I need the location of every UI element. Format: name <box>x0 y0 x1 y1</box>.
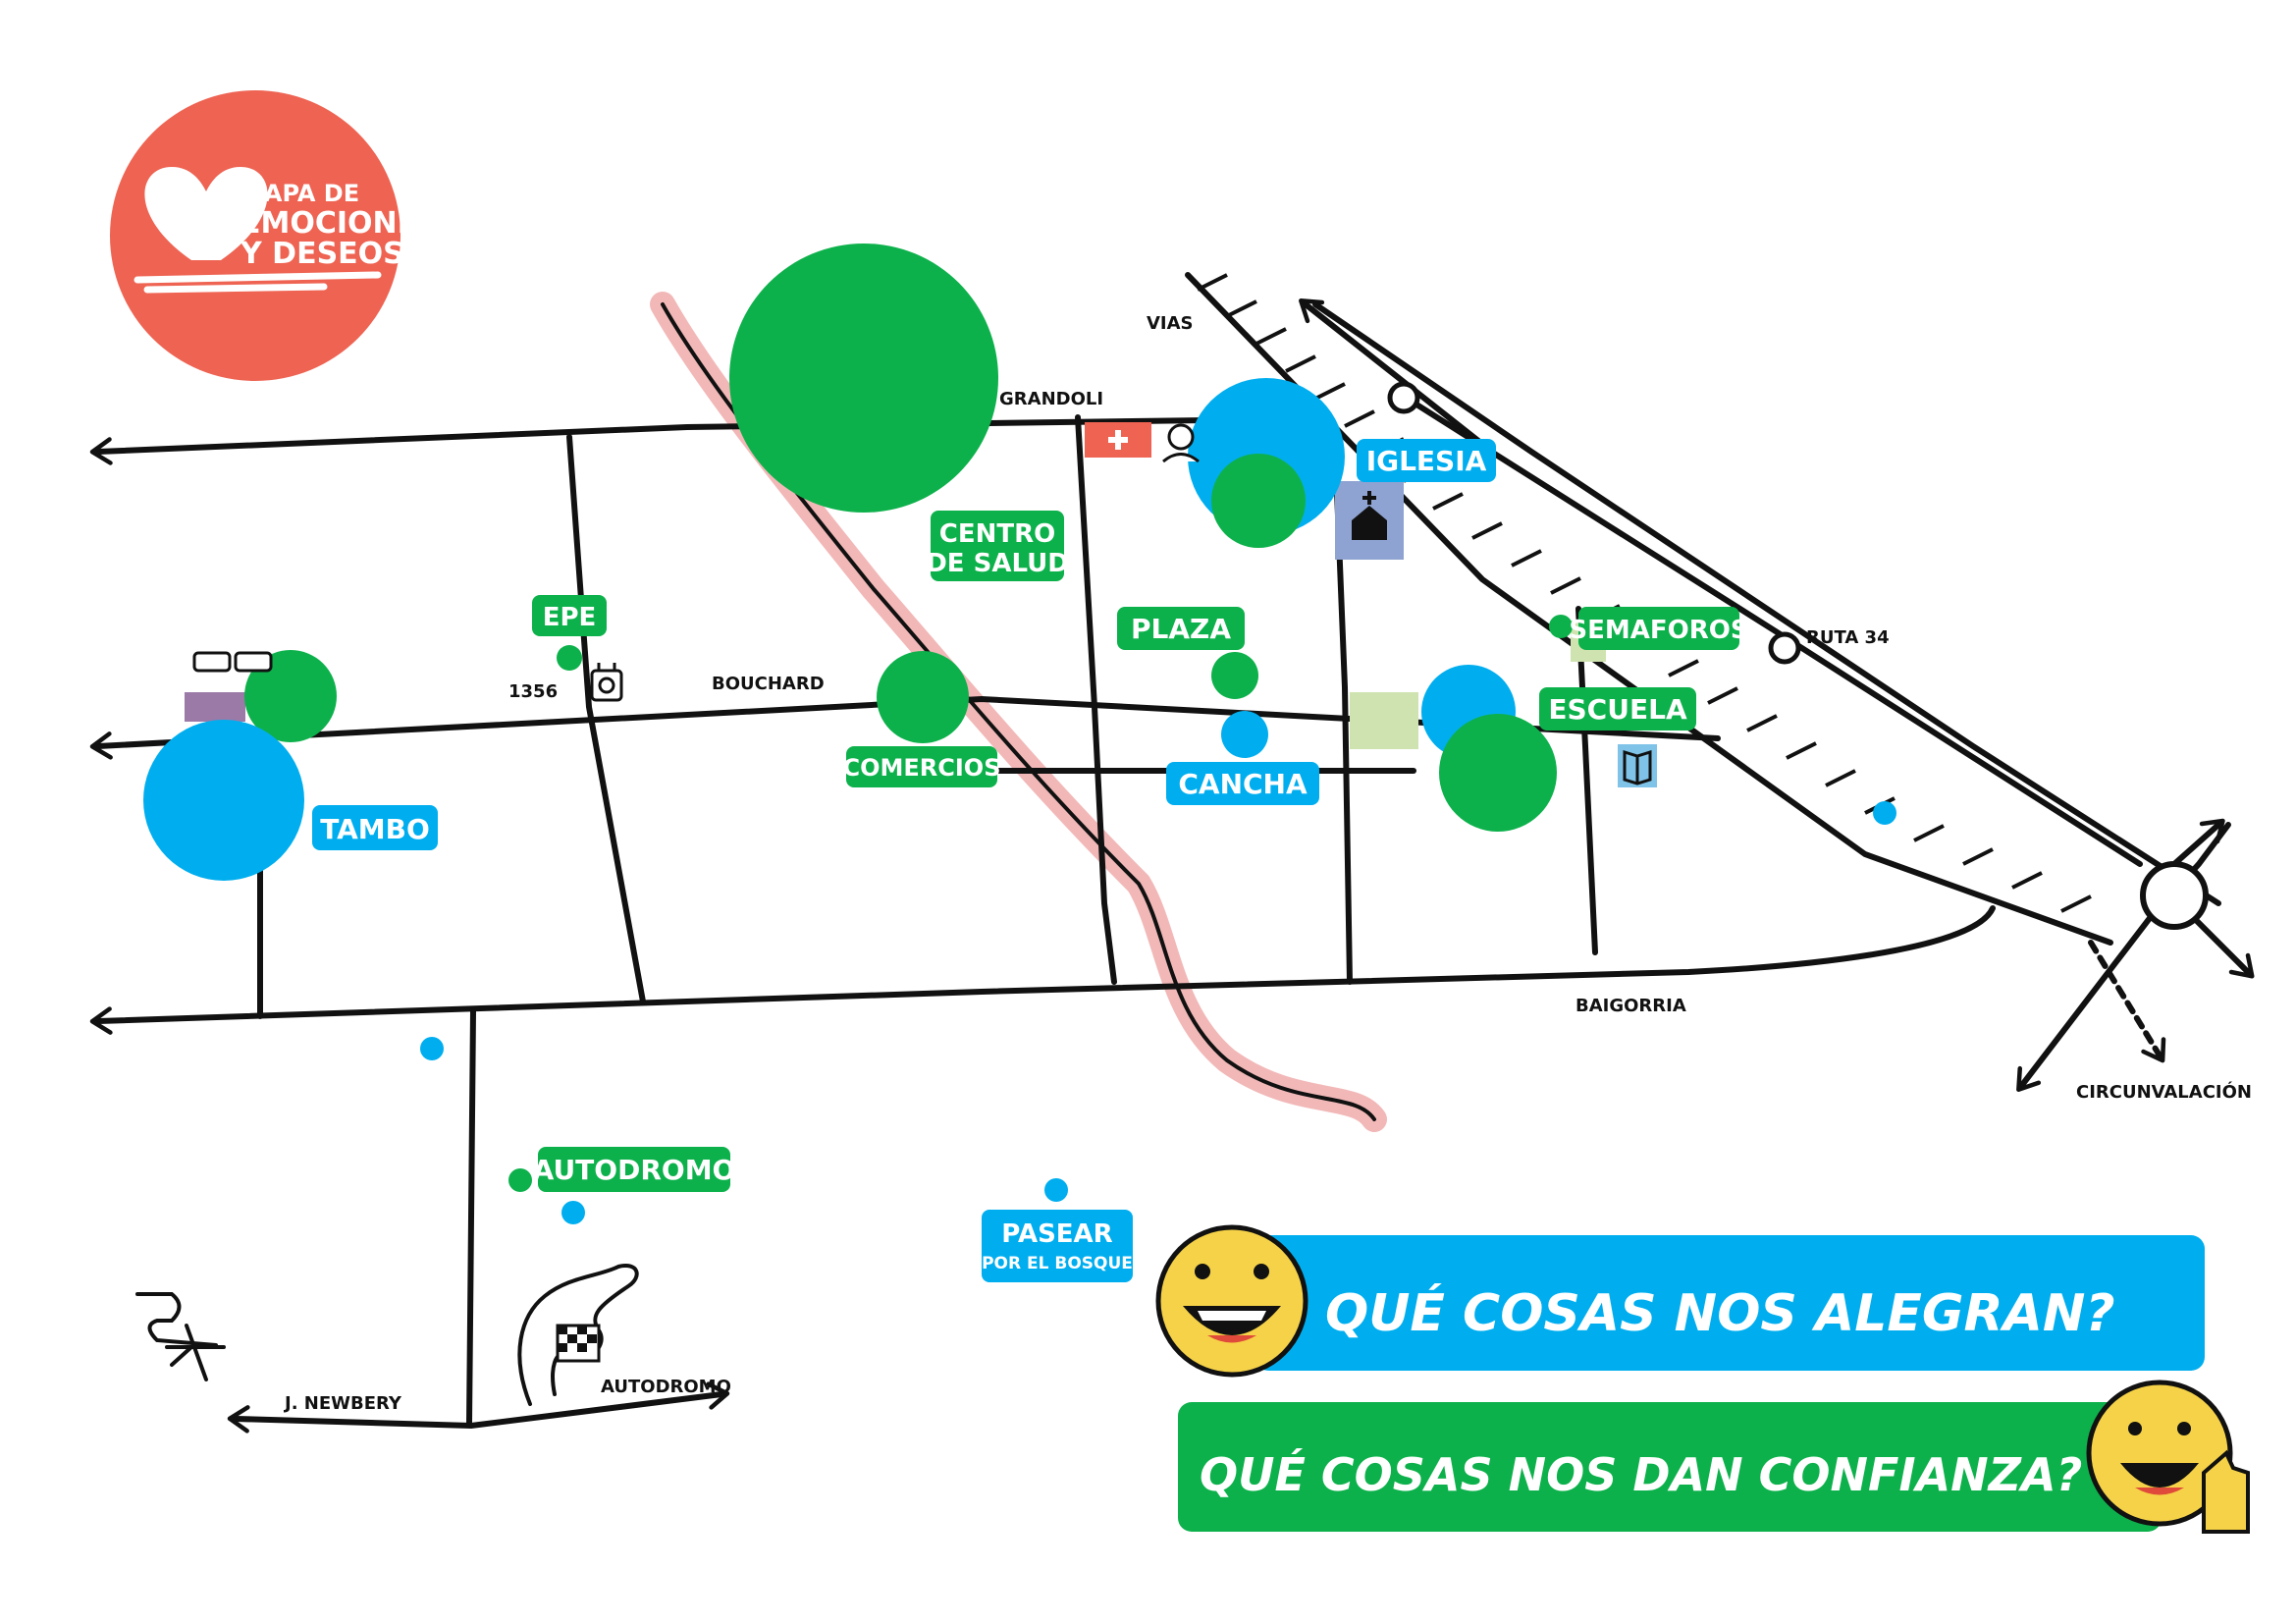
nurse-icon <box>1162 423 1200 463</box>
road-baigorria <box>89 905 1996 1035</box>
street-label-baigorria: BAIGORRIA <box>1575 996 1686 1016</box>
question-alegran-text: QUÉ COSAS NOS ALEGRAN? <box>1325 1283 2115 1343</box>
label-semaforos: SEMAFOROS <box>1569 607 1749 650</box>
question-confianza: QUÉ COSAS NOS DAN CONFIANZA? <box>1178 1380 2250 1534</box>
heart-icon <box>144 167 268 260</box>
label-centro-salud: CENTRO DE SALUD <box>926 511 1069 581</box>
roundabout-ruta34 <box>1768 631 1801 665</box>
logo-circle <box>110 90 400 381</box>
label-cancha: CANCHA <box>1166 762 1319 805</box>
logo-line-3: Y DESEOS <box>240 237 404 271</box>
logo-line-1: MAPA DE <box>240 180 359 207</box>
circle-green-plaza <box>1211 652 1258 699</box>
label-epe-text: EPE <box>543 603 597 632</box>
label-cancha-text: CANCHA <box>1178 768 1308 800</box>
cow-icon <box>192 651 273 673</box>
emotion-circles <box>143 244 1896 1224</box>
label-tambo: TAMBO <box>312 805 438 850</box>
label-plaza: PLAZA <box>1117 607 1245 650</box>
logo: MAPA DE EMOCIONES Y DESEOS <box>110 90 439 381</box>
railway-ticks <box>1197 273 2092 913</box>
circle-blue-tambo <box>143 720 304 881</box>
circle-green-escuela <box>1439 714 1557 832</box>
logo-line-2: EMOCIONES <box>240 206 439 241</box>
smiley-thumbs-up-icon <box>2086 1380 2250 1534</box>
road-ruta34 <box>1299 298 1495 455</box>
label-iglesia-text: IGLESIA <box>1366 445 1487 477</box>
road-grandoli <box>89 417 1210 465</box>
street-label-grandoli: GRANDOLI <box>999 389 1103 409</box>
circle-green-iglesia <box>1211 454 1306 548</box>
hospital-cross-icon <box>1085 422 1151 458</box>
street-label-ruta34: RUTA 34 <box>1806 627 1890 648</box>
question-alegran: QUÉ COSAS NOS ALEGRAN? <box>1155 1224 2205 1378</box>
tambo-block <box>185 692 245 722</box>
dot-green-epe <box>557 645 582 671</box>
road-v1 <box>566 434 646 1004</box>
dot-blue-pasear <box>1044 1178 1068 1202</box>
roundabout-circunvalacion <box>2140 861 2209 930</box>
label-plaza-text: PLAZA <box>1131 613 1231 645</box>
label-pasear-line1: PASEAR <box>1001 1219 1112 1249</box>
road-circunvalacion <box>2016 822 2231 1093</box>
label-centro-salud-line2: DE SALUD <box>926 549 1069 578</box>
label-comercios: COMERCIOS <box>842 746 1001 787</box>
label-epe: EPE <box>532 595 607 636</box>
circle-big-green-centro-salud <box>729 244 998 513</box>
question-confianza-bar <box>1178 1402 2162 1532</box>
roundabout-top <box>1387 381 1420 414</box>
plaza-block <box>1350 692 1418 749</box>
checkered-flag-icon <box>556 1324 601 1363</box>
label-comercios-text: COMERCIOS <box>842 754 1000 782</box>
label-iglesia: IGLESIA <box>1357 439 1496 482</box>
dot-green-autodromo <box>508 1168 532 1192</box>
road-v6 <box>466 1008 476 1427</box>
dot-blue-autodromo <box>561 1201 585 1224</box>
street-label-bouchard: BOUCHARD <box>712 674 825 694</box>
airplane-icon <box>135 1292 226 1381</box>
street-label-newbery: J. NEWBERY <box>283 1393 402 1414</box>
street-label-1356: 1356 <box>508 681 558 702</box>
church-icon <box>1352 491 1387 540</box>
smiley-happy-icon <box>1155 1224 1308 1378</box>
road-circ-arrow-ne <box>2171 818 2225 867</box>
label-escuela: ESCUELA <box>1539 687 1696 731</box>
dot-blue-ruta34 <box>1873 801 1896 825</box>
label-centro-salud-line1: CENTRO <box>939 519 1055 549</box>
road-circ-arrow-se <box>2191 915 2255 979</box>
power-plug-icon <box>590 663 623 702</box>
railway-line-2 <box>1312 301 2221 906</box>
road-circ-arrow-s <box>2088 940 2166 1063</box>
dot-blue-south <box>420 1037 444 1060</box>
circle-blue-cancha <box>1221 711 1268 758</box>
road-v2 <box>1075 414 1117 985</box>
label-pasear: PASEAR POR EL BOSQUE <box>982 1210 1133 1282</box>
book-icon <box>1623 749 1652 785</box>
circle-green-tambo <box>244 650 337 742</box>
label-autodromo-text: AUTODROMO <box>533 1154 736 1186</box>
logo-underline <box>133 271 382 294</box>
label-semaforos-text: SEMAFOROS <box>1569 616 1748 645</box>
street-label-vias: VIAS <box>1147 313 1194 334</box>
street-label-circunvalacion: CIRCUNVALACIÓN <box>2076 1081 2252 1103</box>
label-escuela-text: ESCUELA <box>1548 693 1687 726</box>
label-autodromo: AUTODROMO <box>533 1147 736 1192</box>
question-alegran-bar <box>1255 1235 2205 1371</box>
circle-green-comercios <box>877 651 969 743</box>
label-pasear-line2: POR EL BOSQUE <box>982 1254 1133 1273</box>
label-tambo-text: TAMBO <box>320 813 430 845</box>
street-label-autodromo: AUTODROMO <box>601 1377 731 1397</box>
dot-green-semaforos <box>1549 615 1573 638</box>
question-confianza-text: QUÉ COSAS NOS DAN CONFIANZA? <box>1200 1448 2082 1501</box>
